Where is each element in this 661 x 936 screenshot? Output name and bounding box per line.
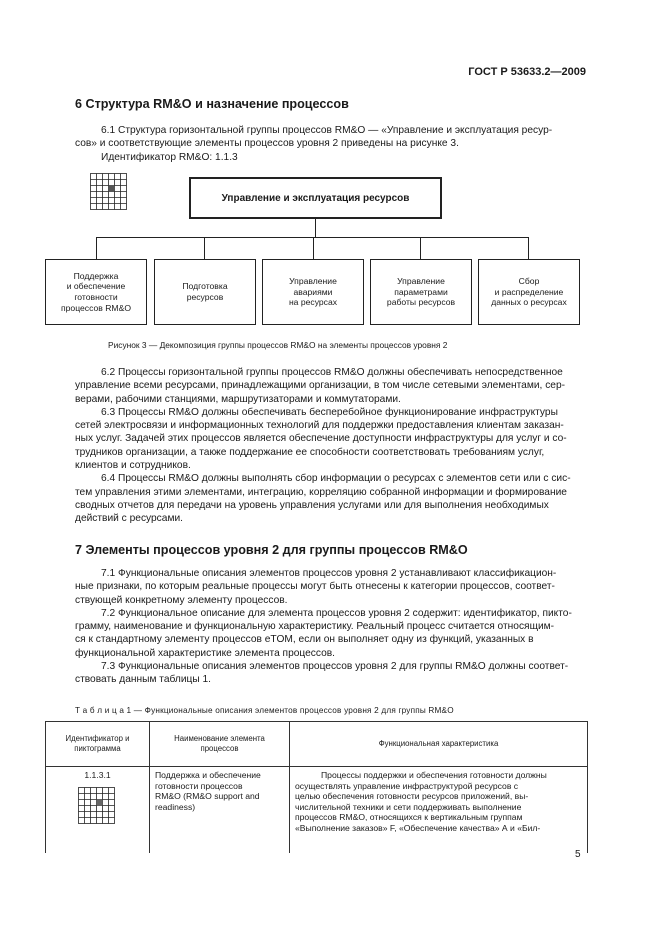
box-line: и обеспечение bbox=[66, 281, 126, 292]
identifier-line: Идентификатор RM&O: 1.1.3 bbox=[101, 151, 238, 163]
table-caption: Т а б л и ц а 1 — Функциональные описани… bbox=[75, 706, 454, 715]
cell-line: процессов RM&O, относящихся к вертикальн… bbox=[295, 812, 523, 823]
box-line: и распределение bbox=[494, 286, 564, 297]
cell-description: Процессы поддержки и обеспечения готовно… bbox=[289, 766, 588, 853]
paragraph-line: действий с ресурсами. bbox=[75, 513, 183, 525]
paragraph-line: верами, рабочими станциями, маршрутизато… bbox=[75, 393, 401, 405]
paragraph-line: 7.2 Функциональное описание для элемента… bbox=[101, 607, 572, 619]
connector-drop bbox=[204, 237, 206, 259]
connector-drop bbox=[96, 237, 98, 259]
cell-identifier: 1.1.3.1 bbox=[45, 766, 150, 853]
paragraph-line: тем управления этими элементами, интегра… bbox=[75, 486, 567, 498]
header-function: Функциональная характеристика bbox=[289, 721, 588, 767]
paragraph-line: трудников организации, а также поддержан… bbox=[75, 446, 545, 458]
paragraph-line: сетей электросвязи и информационных техн… bbox=[75, 420, 564, 432]
row-id: 1.1.3.1 bbox=[84, 770, 111, 780]
cell-line: целью обеспечения готовности ресурсов пр… bbox=[295, 791, 529, 802]
section-6-title: 6 Структура RM&O и назначение процессов bbox=[75, 97, 349, 111]
box-line: готовности bbox=[74, 292, 118, 302]
paragraph-line: ные признаки, по которым реальные процес… bbox=[75, 581, 555, 593]
cell-name: Поддержка и обеспечение готовности проце… bbox=[149, 766, 290, 853]
cell-line: Процессы поддержки и обеспечения готовно… bbox=[321, 770, 547, 780]
paragraph-line: функциональной характеристике элемента п… bbox=[75, 647, 336, 659]
paragraph-line: 6.1 Структура горизонтальной группы проц… bbox=[101, 125, 553, 136]
connector-drop bbox=[528, 237, 530, 259]
paragraph-line: 6.4 Процессы RM&O должны выполнять сбор … bbox=[101, 473, 571, 485]
connector-drop bbox=[313, 237, 315, 259]
paragraph-line: сводных отчетов для передачи на уровень … bbox=[75, 499, 549, 511]
paragraph-line: 7.3 Функциональные описания элементов пр… bbox=[101, 661, 569, 673]
standard-header: ГОСТ Р 53633.2—2009 bbox=[468, 66, 586, 78]
table-row: 1.1.3.1 Поддержка и обеспечение готовнос… bbox=[45, 766, 588, 853]
box-line: параметрами bbox=[394, 286, 448, 297]
figure-top-box: Управление и эксплуатация ресурсов bbox=[189, 177, 442, 219]
box-line: работы ресурсов bbox=[386, 297, 456, 308]
paragraph-line: ных услуг. Задачей этих процессов являет… bbox=[75, 433, 567, 445]
box-line: Управление bbox=[289, 276, 337, 287]
paragraph-line: 6.2 Процессы горизонтальной группы проце… bbox=[101, 367, 563, 378]
connector-vertical bbox=[315, 219, 317, 238]
paragraph-line: клиентов и сотрудников. bbox=[75, 460, 191, 472]
cell-line: готовности процессов bbox=[155, 780, 243, 791]
cell-line: осуществлять управление инфраструктурой … bbox=[295, 780, 519, 791]
page-number: 5 bbox=[575, 849, 581, 860]
paragraph-6-1: 6.1 Структура горизонтальной группы проц… bbox=[75, 124, 588, 164]
box-line: процессов RM&O bbox=[60, 302, 132, 313]
connector-horizontal bbox=[96, 237, 529, 239]
paragraph-line: управление всеми ресурсами, принадлежащи… bbox=[75, 380, 566, 392]
box-line: Поддержка bbox=[73, 270, 119, 281]
box-line: Управление bbox=[397, 276, 445, 287]
box-line: авариями bbox=[293, 286, 333, 297]
box-line: данных о ресурсах bbox=[491, 297, 567, 308]
box-line: на ресурсах bbox=[288, 297, 338, 308]
process-grid-pictogram-icon bbox=[77, 786, 115, 824]
box-line: ресурсов bbox=[186, 292, 224, 302]
cell-line: «Выполнение заказов» F, «Обеспечение кач… bbox=[295, 822, 541, 833]
paragraph-line: ся к стандартному элементу процессов eTO… bbox=[75, 634, 534, 646]
paragraph-line: ствующей конкретному элементу процессов. bbox=[75, 594, 288, 606]
box-line: Сбор bbox=[518, 276, 540, 287]
paragraphs-6-2-to-6-4: 6.2 Процессы горизонтальной группы проце… bbox=[75, 366, 588, 526]
box-line: Подготовка bbox=[182, 281, 228, 292]
cell-line: числительной техники и сети поддерживать… bbox=[295, 801, 522, 812]
paragraph-line: ствовать данным таблицы 1. bbox=[75, 674, 211, 686]
paragraph-line: сов» и соответствующие элементы процессо… bbox=[75, 138, 459, 150]
paragraphs-7: 7.1 Функциональные описания элементов пр… bbox=[75, 567, 588, 687]
section-7-title: 7 Элементы процессов уровня 2 для группы… bbox=[75, 543, 468, 557]
cell-line: readiness) bbox=[155, 801, 196, 812]
paragraph-line: 6.3 Процессы RM&O должны обеспечивать бе… bbox=[101, 406, 558, 418]
figure-caption: Рисунок 3 — Декомпозиция группы процессо… bbox=[108, 340, 448, 350]
cell-line: RM&O (RM&O support and bbox=[155, 791, 260, 802]
process-grid-pictogram-icon bbox=[90, 173, 127, 210]
paragraph-line: грамму, наименование и функциональную ха… bbox=[75, 621, 555, 633]
cell-line: Поддержка и обеспечение bbox=[155, 770, 261, 780]
paragraph-line: 7.1 Функциональные описания элементов пр… bbox=[101, 568, 557, 579]
connector-drop bbox=[420, 237, 422, 259]
